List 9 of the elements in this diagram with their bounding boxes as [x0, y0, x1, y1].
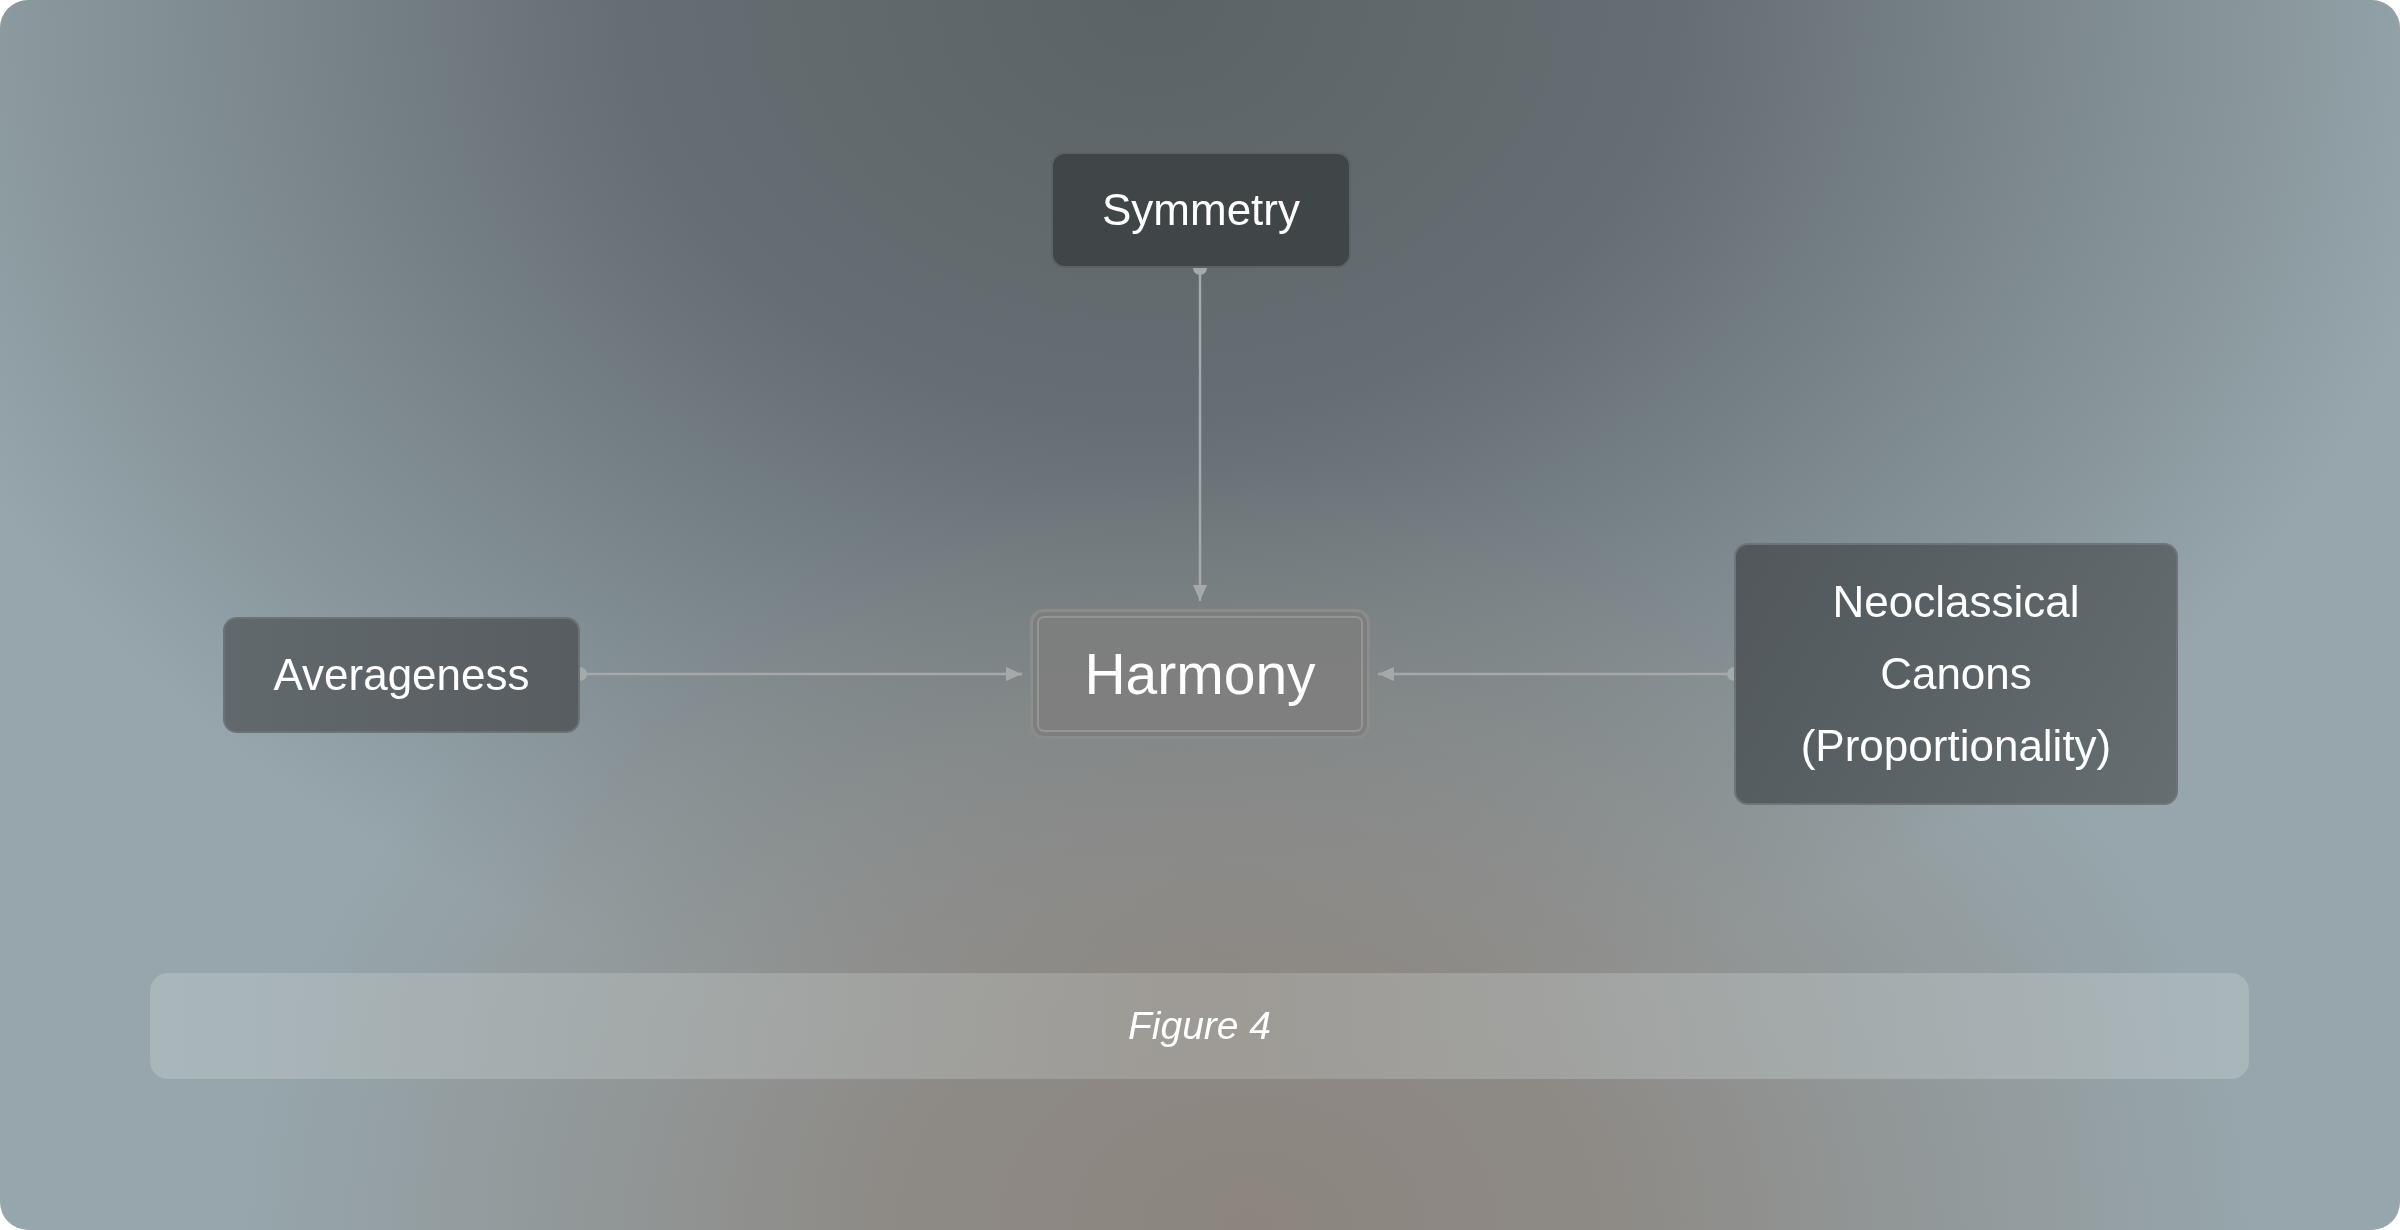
- figure-caption: Figure 4: [1127, 1004, 1272, 1048]
- concept-label: Symmetry: [1102, 183, 1300, 236]
- central-concept-box: [1030, 609, 1370, 739]
- concept-box: [1051, 152, 1351, 268]
- concept-label: Averageness: [273, 648, 530, 701]
- concept-label: Neoclassical Canons (Proportionality): [1799, 576, 2113, 772]
- concept-label: Harmony: [1084, 640, 1316, 708]
- concept-box: [223, 617, 580, 733]
- concept-box: [1734, 543, 2178, 805]
